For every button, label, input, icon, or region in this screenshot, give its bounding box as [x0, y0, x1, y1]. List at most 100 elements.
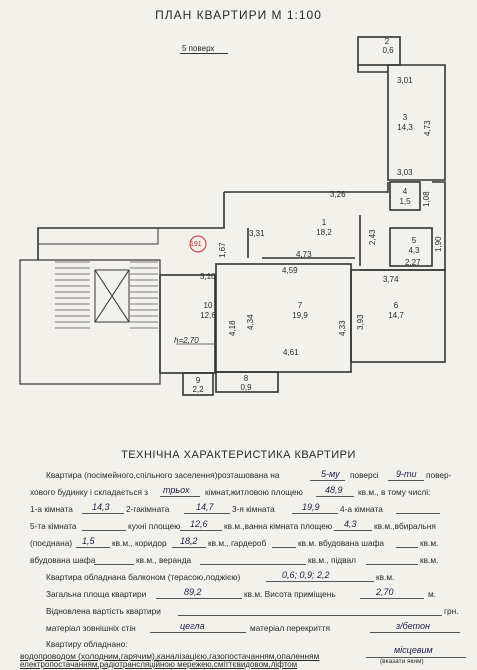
l2-a: хового будинку і складається з	[30, 487, 149, 497]
tech-title: ТЕХНІЧНА ХАРАКТЕРИСТИКА КВАРТИРИ	[121, 449, 356, 461]
l7-b: кв.м.	[376, 572, 395, 582]
l6-c: кв.м., підвал	[308, 555, 356, 565]
kitchen-value: 12,6	[190, 519, 208, 529]
room-1-num: 1	[321, 218, 327, 227]
l10-a: матеріал зовнішніх стін	[46, 623, 136, 633]
wall-material-value: цегла	[180, 621, 205, 631]
l13-a: електропостачанням,радіотрансляційною ме…	[20, 660, 298, 669]
room-10-num: 10	[203, 301, 213, 310]
l6-a: вбудована шафа	[30, 555, 96, 565]
balcony-9-num: 9	[195, 376, 201, 385]
stamp-number: 191	[190, 241, 202, 248]
l8-b: кв.м. Висота приміщень	[244, 589, 336, 599]
balcony-2-area: 0,6	[382, 46, 394, 55]
l7-a: Квартира обладнана балконом (терасою,лод…	[46, 572, 241, 582]
l8-c: м.	[428, 589, 437, 599]
dim-326: 3,26	[330, 190, 346, 199]
l5-a: (поєднана)	[30, 538, 73, 548]
corridor-top-wall	[224, 182, 389, 193]
room-5-num: 5	[411, 236, 417, 245]
room-5-area: 4,3	[408, 246, 420, 255]
l5-e: кв.м.	[420, 538, 439, 548]
l2-b: кімнат,житловою площею	[205, 487, 303, 497]
floor-label: 5 поверх	[182, 44, 215, 53]
l4-d: кв.м.,вбиральня	[374, 521, 436, 531]
balcony-8-num: 8	[243, 374, 249, 383]
balcony-9-area: 2,2	[192, 385, 204, 394]
l6-d: кв.м.	[420, 555, 439, 565]
room-6-num: 6	[393, 301, 399, 310]
l3-c: 3-я кімната	[232, 504, 275, 514]
balcony-2-outline	[357, 36, 401, 66]
l3-a: 1-а кімната	[30, 504, 73, 514]
room-6-area: 14,7	[388, 311, 404, 320]
room-3-area: 14,3	[397, 123, 413, 132]
dim-459: 4,59	[282, 266, 298, 275]
l3-b: 2-гакімната	[126, 504, 170, 514]
floor-value: 5-му	[321, 469, 340, 479]
slab-material-value: з/бетон	[396, 621, 431, 631]
l1-b: поверсі	[350, 470, 379, 480]
room-3-outline	[357, 64, 446, 181]
balcony-2-num: 2	[384, 37, 390, 46]
dim-227: 2,27	[405, 258, 421, 267]
bathroom-value: 4,3	[344, 519, 357, 529]
l3-d: 4-а кімната	[340, 504, 383, 514]
ceiling-height-value: 2,70	[376, 587, 394, 597]
l4-c: кв.м.,ванна кімната площею	[224, 521, 333, 531]
room3-value: 19,9	[302, 502, 320, 512]
l11-a: Квартиру обладнано:	[46, 639, 128, 649]
balcony-values: 0,6; 0,9; 2,2	[282, 570, 330, 580]
l1-c: повер-	[426, 470, 452, 480]
room-10-area: 12,6	[200, 311, 216, 320]
balcony-8-area: 0,9	[240, 383, 252, 392]
balcony-9-outline	[182, 372, 214, 396]
l9-b: грн.	[444, 606, 459, 616]
l8-a: Загальна площа квартири	[46, 589, 147, 599]
dim-331: 3,31	[249, 229, 265, 238]
l5-b: кв.м., коридор	[112, 538, 167, 548]
l4-b: кухні площею	[128, 521, 181, 531]
wc-value: 1,5	[82, 536, 95, 546]
dim-301: 3,01	[397, 76, 413, 85]
rooms-count-value: трьох	[163, 485, 190, 495]
l10-b: матеріал перекриття	[250, 623, 330, 633]
dim-108: 1,08	[422, 191, 431, 207]
corridor-left-wall	[37, 192, 225, 260]
l5-d: кв.м. вбудована шафа	[298, 538, 385, 548]
l12-a: водопроводом (холодним,гарячим),каналіза…	[20, 651, 320, 661]
total-area-value: 89,2	[184, 587, 202, 597]
room-1-area: 18,2	[316, 228, 332, 237]
corridor-value: 18,2	[180, 536, 198, 546]
balcony-8-outline	[215, 371, 279, 393]
l2-c: кв.м., в тому числі:	[358, 487, 431, 497]
dim-393: 3,93	[356, 314, 365, 330]
room-7-area: 19,9	[292, 311, 308, 320]
room-10-outline	[159, 274, 216, 374]
l1-a: Квартира (посімейного,спільного заселенн…	[46, 470, 280, 480]
stair-band	[37, 227, 159, 245]
height-note: h=2,70	[174, 336, 199, 345]
room-7-num: 7	[297, 301, 303, 310]
dim-461: 4,61	[283, 348, 299, 357]
floor-underline	[180, 53, 228, 54]
dim-473-a: 4,73	[423, 120, 432, 136]
lift-shaft	[94, 269, 130, 323]
room-3-num: 3	[402, 113, 408, 122]
dim-374: 3,74	[383, 275, 399, 284]
heating-note: (вказати яким)	[380, 658, 424, 665]
dim-434: 4,34	[246, 314, 255, 330]
room1-value: 14,3	[92, 502, 110, 512]
dim-167: 1,67	[218, 242, 227, 258]
dim-303: 3,03	[397, 168, 413, 177]
l5-c: кв.м., гардероб	[208, 538, 267, 548]
room-4-area: 1,5	[399, 197, 411, 206]
dim-310: 3,10	[200, 272, 216, 281]
living-area-value: 48,9	[325, 485, 343, 495]
l6-b: кв.м., веранда	[136, 555, 192, 565]
dim-190: 1,90	[434, 236, 443, 252]
room-4-num: 4	[402, 187, 408, 196]
l9-a: Відновлена вартість квартири	[46, 606, 161, 616]
heating-type-value: місцевим	[394, 645, 433, 655]
room-6-outline	[350, 269, 446, 363]
